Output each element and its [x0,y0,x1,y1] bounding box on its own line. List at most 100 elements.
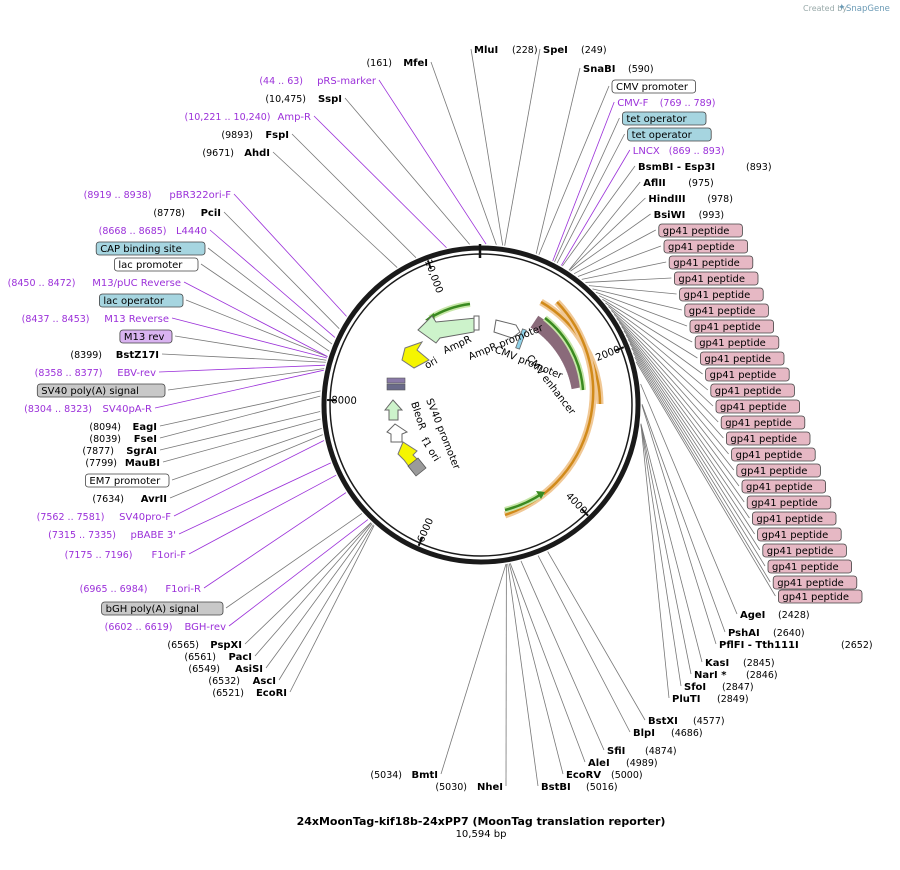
site-primer: L4440(8668 .. 8685) [99,226,207,237]
snapgene-logo-icon: ✦ [838,3,846,13]
gp41-spoke [544,328,557,341]
enzyme-position: (993) [699,210,725,221]
enzyme-position: (2847) [722,682,754,693]
enzyme-label: BsiWI [654,210,686,221]
site-feature: gp41 peptide [684,303,769,318]
bgh-polya-box [407,457,427,477]
leader-line [159,411,321,451]
site-primer: pBABE 3'(7315 .. 7335) [48,530,176,541]
site-feature: gp41 peptide [705,367,790,382]
enzyme-position: (2849) [717,694,749,705]
feature-label: gp41 peptide [689,306,756,317]
leader-line [556,133,625,264]
enzyme-position: (975) [688,178,714,189]
leader-line [158,364,326,373]
gp41-spoke [536,320,549,334]
inner-feature-label: CMV promoter [493,345,565,383]
feature-label: tet operator [626,114,687,125]
sv40-pa-bar [386,377,406,384]
tick-label: 2000 [594,344,622,364]
leader-line [159,395,321,439]
site-enzyme: EcoRV(5000) [566,770,643,781]
enzyme-label: BmtI [411,770,438,781]
enzyme-label: PspXI [210,640,242,651]
site-enzyme: SgrAI(7877) [82,446,157,457]
site-feature: lac operator [99,293,184,308]
enzyme-position: (4686) [671,728,703,739]
site-enzyme: MluI(228) [474,45,538,56]
site-enzyme: FspI(9893) [221,130,289,141]
leader-line [203,492,347,589]
primer-label: pBR322ori-F [169,190,231,201]
enzyme-label: KasI [705,658,729,669]
feature-label: gp41 peptide [725,418,792,429]
enzyme-position: (6549) [188,664,220,675]
feature-label: gp41 peptide [663,226,730,237]
map-subtitle: 10,594 bp [456,829,507,840]
leader-line [634,356,771,583]
site-enzyme: AsiSI(6549) [188,664,263,675]
leader-line [520,560,605,751]
enzyme-label: NarI * [694,670,727,681]
primer-position: (7175 .. 7196) [65,550,133,561]
primer-label: M13 Reverse [104,314,169,325]
leader-line [154,369,324,409]
enzyme-label: AleI [588,758,610,769]
feature-badge [741,479,826,494]
label-leader-lines [154,48,776,787]
enzyme-position: (6561) [184,652,216,663]
leader-line [595,291,688,327]
site-feature: bGH poly(A) signal [101,601,224,616]
leader-line [289,525,375,693]
site-labels: MluI(228)SpeI(249)SnaBI(590)CMV promoter… [8,45,873,793]
leader-line [508,563,564,775]
lac-region-bar [386,383,406,391]
ampr-promoter-box [473,315,480,331]
enzyme-position: (9893) [221,130,253,141]
leader-line [577,245,662,277]
leader-line [640,423,692,675]
feature-label: gp41 peptide [720,402,787,413]
tick-label: 6000 [416,517,436,545]
feature-label: EM7 promoter [89,476,161,487]
site-enzyme: BsmBI - Esp3I(893) [638,162,772,173]
feature-badge [731,447,816,462]
leader-line [640,424,670,699]
site-primer: F1ori-F(7175 .. 7196) [65,550,187,561]
leader-line [640,383,738,615]
feature-label: bGH poly(A) signal [106,604,199,615]
leader-line [504,48,541,246]
enzyme-label: BstBI [541,782,571,793]
primer-position: (869 .. 893) [669,146,725,157]
enzyme-position: (8039) [89,434,121,445]
site-feature: gp41 peptide [658,223,743,238]
enzyme-label: PciI [201,208,221,219]
enzyme-position: (4874) [645,746,677,757]
site-enzyme: MauBI(7799) [85,458,160,469]
enzyme-label: SfoI [684,682,706,693]
site-feature: gp41 peptide [679,287,764,302]
leader-line [167,368,325,391]
snapgene-credit-brand: SnapGene [846,4,890,14]
site-enzyme: KasI(2845) [705,658,775,669]
feature-label: lac promoter [118,260,183,271]
leader-line [507,563,539,787]
tick-mark [615,346,625,352]
enzyme-label: SspI [318,94,342,105]
leader-line [278,524,374,681]
feature-label: gp41 peptide [756,514,823,525]
primer-label: M13/pUC Reverse [92,278,181,289]
site-primer: LNCX(869 .. 893) [633,146,725,157]
leader-line [616,318,724,439]
site-enzyme: EagI(8094) [89,422,157,433]
feature-badge [627,127,712,142]
feature-label: gp41 peptide [746,482,813,493]
leader-line [581,261,667,280]
feature-badge [762,543,847,558]
leader-line [254,522,372,657]
tick-mark [417,537,424,547]
enzyme-label: PflFI - Tth111I [719,640,799,651]
primer-position: (10,221 .. 10,240) [185,112,271,123]
feature-badge [114,257,199,272]
feature-badge [684,303,769,318]
